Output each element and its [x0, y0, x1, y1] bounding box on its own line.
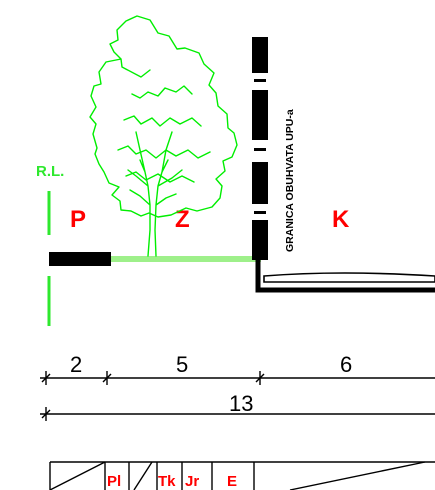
table-diagonal-2 — [133, 461, 153, 490]
sidewalk-bar — [49, 252, 111, 266]
green-strip — [111, 256, 261, 262]
zone-letter-left: P — [70, 206, 86, 233]
dimension-slash-2 — [255, 373, 265, 383]
carriageway-surface — [263, 272, 435, 283]
profile-table — [49, 461, 435, 490]
dimension-label-segment-1: 2 — [70, 352, 82, 377]
dimension-label-total: 13 — [229, 391, 253, 416]
tree-canopy-outline — [89, 15, 238, 218]
tree-trunk — [127, 131, 183, 257]
plan-boundary-line — [252, 37, 268, 260]
dimension-line-segments — [40, 371, 435, 385]
dimension-slash-1 — [102, 373, 112, 383]
table-diagonal-3 — [289, 461, 426, 490]
dimension-line-total — [40, 407, 435, 421]
legend-item-e: E — [227, 473, 237, 490]
legend-item-jr: Jr — [185, 473, 199, 490]
boundary-segment-3 — [252, 162, 268, 204]
table-diagonal-1 — [49, 461, 106, 490]
boundary-dash-1 — [254, 79, 266, 82]
legend-item-pl: Pl — [107, 473, 121, 490]
legend-item-tk: Tk — [158, 473, 176, 490]
dimension-slash-0 — [41, 373, 51, 383]
boundary-segment-1 — [252, 37, 268, 73]
zone-letter-right: K — [332, 206, 350, 233]
tree-icon — [89, 15, 238, 257]
dimension-label-segment-2: 5 — [176, 352, 188, 377]
boundary-dash-2 — [254, 148, 266, 151]
zone-letter-middle: Z — [175, 206, 190, 233]
tree-canopy-inner — [117, 85, 211, 183]
plan-boundary-label: GRANICA OBUHVATA UPU-a — [284, 109, 296, 252]
roadway-outline — [255, 257, 435, 293]
boundary-segment-4 — [252, 220, 268, 260]
total-slash-0 — [41, 409, 51, 419]
boundary-segment-2 — [252, 90, 268, 140]
boundary-dash-3 — [254, 211, 266, 214]
curb-line — [255, 257, 435, 293]
dimension-label-segment-3: 6 — [340, 352, 352, 377]
regulation-line-label: R.L. — [36, 163, 64, 180]
